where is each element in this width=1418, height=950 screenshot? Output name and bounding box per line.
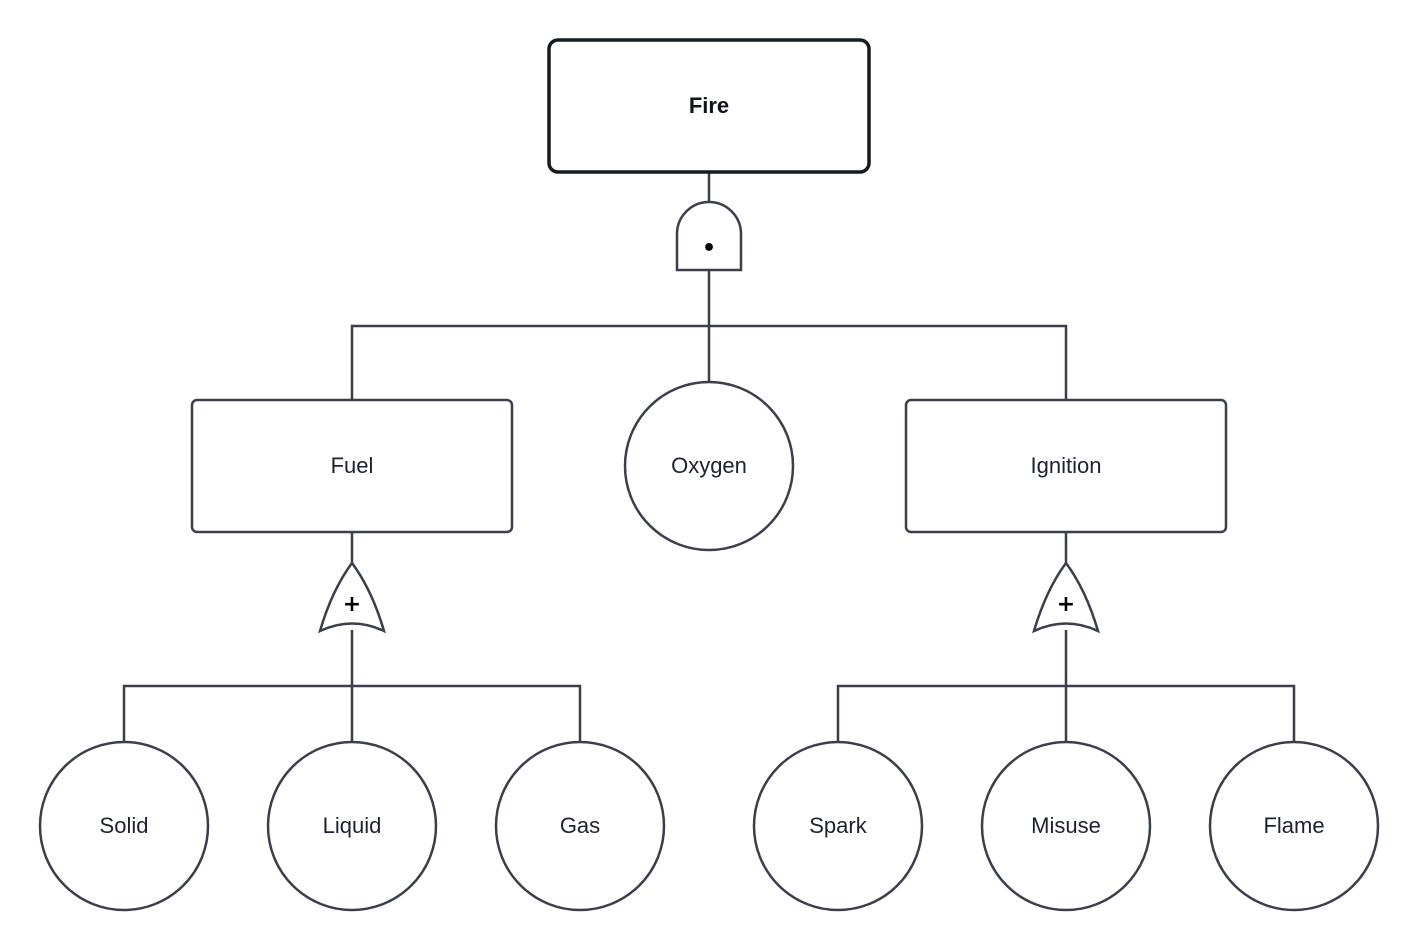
gas-circle — [494, 740, 666, 912]
or-gate-fuel-symbol: + — [343, 592, 361, 617]
basic-event-spark[interactable]: Spark — [752, 740, 924, 912]
liquid-label: Liquid — [323, 813, 382, 838]
basic-event-misuse[interactable]: Misuse — [980, 740, 1152, 912]
or-gate-fuel[interactable]: + — [318, 560, 386, 634]
or-gate-ignition[interactable]: + — [1032, 560, 1100, 634]
liquid-circle — [266, 740, 438, 912]
connector-and-gate-branches — [350, 324, 1068, 399]
solid-label: Solid — [100, 813, 149, 838]
ignition-label: Ignition — [1031, 453, 1102, 478]
misuse-label: Misuse — [1031, 813, 1101, 838]
solid-circle — [38, 740, 210, 912]
top-event-fire[interactable]: Fire — [547, 38, 871, 174]
and-gate[interactable]: • — [675, 200, 743, 272]
fuel-box — [190, 398, 514, 534]
flame-circle — [1208, 740, 1380, 912]
gas-label: Gas — [560, 813, 600, 838]
basic-event-solid[interactable]: Solid — [38, 740, 210, 912]
connector-ignition-branches — [836, 684, 1296, 742]
intermediate-event-ignition[interactable]: Ignition — [904, 398, 1228, 534]
basic-event-oxygen[interactable]: Oxygen — [623, 380, 795, 552]
spark-label: Spark — [809, 813, 867, 838]
connectors — [122, 172, 1296, 742]
and-gate-shape — [675, 200, 743, 272]
basic-event-flame[interactable]: Flame — [1208, 740, 1380, 912]
oxygen-circle — [623, 380, 795, 552]
basic-event-gas[interactable]: Gas — [494, 740, 666, 912]
and-gate-symbol: • — [702, 236, 716, 261]
top-event-label: Fire — [689, 93, 729, 118]
connector-fuel-branches — [122, 684, 582, 742]
top-event-box — [547, 38, 871, 174]
intermediate-event-fuel[interactable]: Fuel — [190, 398, 514, 534]
misuse-circle — [980, 740, 1152, 912]
ignition-box — [904, 398, 1228, 534]
basic-event-liquid[interactable]: Liquid — [266, 740, 438, 912]
fuel-label: Fuel — [331, 453, 374, 478]
flame-label: Flame — [1263, 813, 1324, 838]
or-gate-ignition-shape — [1032, 560, 1100, 634]
spark-circle — [752, 740, 924, 912]
or-gate-fuel-shape — [318, 560, 386, 634]
or-gate-ignition-symbol: + — [1057, 592, 1075, 617]
oxygen-label: Oxygen — [671, 453, 747, 478]
